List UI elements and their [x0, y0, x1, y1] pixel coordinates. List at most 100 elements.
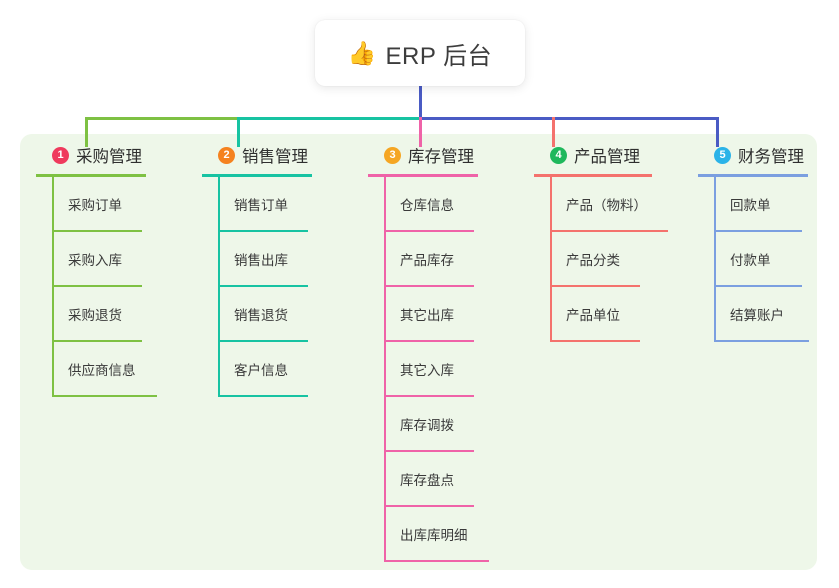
category-column-2: 2 销售管理销售订单销售出库销售退货客户信息	[202, 142, 352, 397]
menu-item-label: 结算账户	[730, 308, 784, 323]
category-underline	[698, 174, 808, 177]
menu-item-label: 付款单	[730, 253, 771, 268]
menu-item[interactable]: 付款单	[698, 232, 818, 287]
category-items: 采购订单采购入库采购退货供应商信息	[36, 177, 186, 397]
category-column-1: 1 采购管理采购订单采购入库采购退货供应商信息	[36, 142, 186, 397]
category-number-badge: 4	[550, 146, 567, 164]
category-number-badge: 5	[714, 146, 731, 164]
menu-item-label: 其它出库	[400, 308, 454, 323]
menu-item-underline	[218, 395, 308, 397]
menu-item[interactable]: 产品（物料）	[534, 177, 694, 232]
category-spine	[52, 177, 54, 397]
menu-item-underline	[218, 285, 308, 287]
menu-item-underline	[52, 395, 157, 397]
bar-right-indigo	[419, 117, 716, 120]
category-title: 财务管理	[738, 148, 804, 166]
menu-item[interactable]: 库存盘点	[368, 452, 518, 507]
menu-item-underline	[218, 230, 308, 232]
menu-item-underline	[384, 285, 474, 287]
category-title: 销售管理	[242, 148, 308, 166]
root-node[interactable]: 👍 ERP 后台	[315, 20, 525, 86]
menu-item-underline	[52, 340, 142, 342]
menu-item[interactable]: 其它出库	[368, 287, 518, 342]
menu-item-underline	[384, 340, 474, 342]
category-title: 库存管理	[408, 148, 474, 166]
menu-item[interactable]: 其它入库	[368, 342, 518, 397]
menu-item-label: 库存调拨	[400, 418, 454, 433]
menu-item[interactable]: 产品分类	[534, 232, 694, 287]
root-node-title: ERP 后台	[385, 42, 493, 70]
category-column-3: 3 库存管理仓库信息产品库存其它出库其它入库库存调拨库存盘点出库库明细	[368, 142, 518, 562]
menu-item[interactable]: 销售退货	[202, 287, 352, 342]
category-header-1[interactable]: 1 采购管理	[36, 142, 186, 168]
menu-item-underline	[714, 230, 802, 232]
drop-col-3	[419, 117, 422, 147]
category-underline	[202, 174, 312, 177]
category-underline	[534, 174, 652, 177]
menu-item[interactable]: 库存调拨	[368, 397, 518, 452]
category-underline	[368, 174, 478, 177]
drop-col-5	[716, 117, 719, 147]
category-header-5[interactable]: 5 财务管理	[698, 142, 818, 168]
menu-item[interactable]: 客户信息	[202, 342, 352, 397]
menu-item[interactable]: 产品库存	[368, 232, 518, 287]
menu-item[interactable]: 销售订单	[202, 177, 352, 232]
menu-item-underline	[550, 230, 668, 232]
menu-item-underline	[384, 560, 489, 562]
category-items: 产品（物料） 产品分类产品单位	[534, 177, 694, 342]
menu-item[interactable]: 结算账户	[698, 287, 818, 342]
category-underline	[36, 174, 146, 177]
category-title: 采购管理	[76, 148, 142, 166]
category-column-4: 4 产品管理产品（物料） 产品分类产品单位	[534, 142, 694, 342]
menu-item-underline	[714, 285, 802, 287]
menu-item[interactable]: 回款单	[698, 177, 818, 232]
menu-item-underline	[384, 230, 474, 232]
menu-item-underline	[384, 505, 474, 507]
menu-item[interactable]: 出库库明细	[368, 507, 518, 562]
category-spine	[714, 177, 716, 342]
drop-col-1	[85, 117, 88, 147]
menu-item[interactable]: 采购入库	[36, 232, 186, 287]
category-number-badge: 3	[384, 146, 401, 164]
menu-item-label: 产品库存	[400, 253, 454, 268]
menu-item-label: 采购入库	[68, 253, 122, 268]
menu-item[interactable]: 仓库信息	[368, 177, 518, 232]
category-title: 产品管理	[574, 148, 640, 166]
menu-item-label: 产品单位	[566, 308, 620, 323]
menu-item-underline	[550, 340, 640, 342]
menu-item-underline	[218, 340, 308, 342]
menu-item-label: 销售退货	[234, 308, 288, 323]
menu-item-label: 回款单	[730, 198, 771, 213]
menu-item-label: 仓库信息	[400, 198, 454, 213]
menu-item-label: 出库库明细	[400, 528, 468, 543]
drop-col-4	[552, 117, 555, 147]
bar-left-green	[85, 117, 237, 120]
menu-item-label: 产品（物料）	[566, 198, 647, 213]
menu-item-underline	[550, 285, 640, 287]
menu-item[interactable]: 销售出库	[202, 232, 352, 287]
menu-item-label: 采购退货	[68, 308, 122, 323]
menu-item-underline	[384, 395, 474, 397]
category-number-badge: 1	[52, 146, 69, 164]
category-header-4[interactable]: 4 产品管理	[534, 142, 694, 168]
menu-item-label: 销售订单	[234, 198, 288, 213]
category-header-3[interactable]: 3 库存管理	[368, 142, 518, 168]
menu-item-underline	[52, 285, 142, 287]
menu-item-label: 库存盘点	[400, 473, 454, 488]
category-items: 仓库信息产品库存其它出库其它入库库存调拨库存盘点出库库明细	[368, 177, 518, 562]
menu-item[interactable]: 供应商信息	[36, 342, 186, 397]
category-number-badge: 2	[218, 146, 235, 164]
menu-item-label: 其它入库	[400, 363, 454, 378]
category-header-2[interactable]: 2 销售管理	[202, 142, 352, 168]
category-items: 销售订单销售出库销售退货客户信息	[202, 177, 352, 397]
menu-item-label: 销售出库	[234, 253, 288, 268]
category-column-5: 5 财务管理回款单付款单结算账户	[698, 142, 818, 342]
category-spine	[550, 177, 552, 342]
menu-item[interactable]: 采购订单	[36, 177, 186, 232]
drop-col-2	[237, 117, 240, 147]
menu-item[interactable]: 采购退货	[36, 287, 186, 342]
bar-mid-teal	[237, 117, 419, 120]
menu-item[interactable]: 产品单位	[534, 287, 694, 342]
menu-item-underline	[384, 450, 474, 452]
category-spine	[384, 177, 386, 562]
